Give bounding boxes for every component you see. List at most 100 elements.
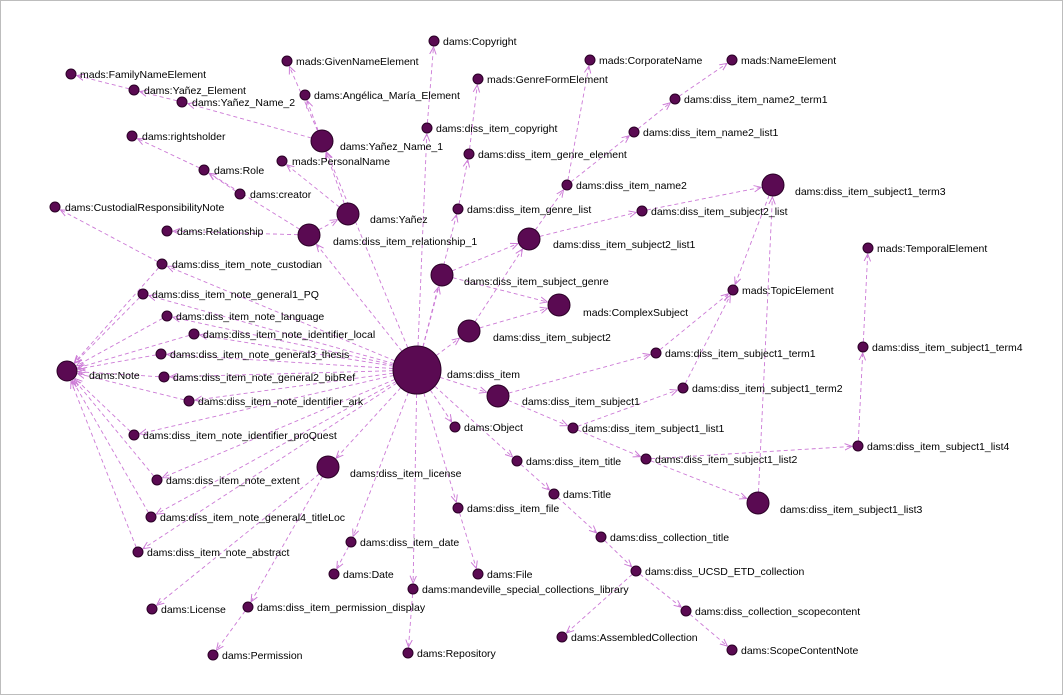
node-circle[interactable] — [677, 382, 689, 394]
node-item-title[interactable]: dams:diss_item_title — [511, 455, 621, 468]
node-corporate-name[interactable]: mads:CorporateName — [584, 54, 702, 67]
node-name-element[interactable]: mads:NameElement — [726, 54, 836, 67]
node-item-date[interactable]: dams:diss_item_date — [345, 536, 459, 549]
node-note-general1-pq[interactable]: dams:diss_item_note_general1_PQ — [137, 288, 319, 301]
node-circle[interactable] — [297, 223, 321, 247]
node-note-custodian[interactable]: dams:diss_item_note_custodian — [156, 258, 322, 271]
node-circle[interactable] — [188, 328, 200, 340]
node-circle[interactable] — [726, 644, 738, 656]
node-relationship[interactable]: dams:Relationship — [161, 225, 264, 238]
node-repository[interactable]: dams:Repository — [402, 647, 497, 660]
node-permission-display[interactable]: dams:diss_item_permission_display — [242, 601, 426, 614]
node-circle[interactable] — [517, 227, 541, 251]
node-yanez-name-2[interactable]: dams:Yañez_Name_2 — [176, 96, 295, 109]
node-circle[interactable] — [128, 429, 140, 441]
node-circle[interactable] — [336, 202, 360, 226]
node-circle[interactable] — [630, 565, 642, 577]
node-circle[interactable] — [234, 188, 246, 200]
node-circle[interactable] — [650, 347, 662, 359]
node-circle[interactable] — [345, 536, 357, 548]
node-circle[interactable] — [137, 288, 149, 300]
node-note[interactable]: dams:Note — [56, 360, 140, 382]
node-circle[interactable] — [669, 93, 681, 105]
node-creator[interactable]: dams:creator — [234, 188, 312, 201]
node-circle[interactable] — [155, 348, 167, 360]
node-circle[interactable] — [328, 568, 340, 580]
node-diss-item[interactable]: dams:diss_item — [392, 345, 520, 395]
node-circle[interactable] — [49, 201, 61, 213]
node-subject2-list1[interactable]: dams:diss_item_subject2_list1 — [517, 227, 696, 251]
node-rightsholder[interactable]: dams:rightsholder — [126, 130, 226, 143]
node-subject1-term2[interactable]: dams:diss_item_subject1_term2 — [677, 382, 843, 395]
node-circle[interactable] — [449, 421, 461, 433]
node-personal-name[interactable]: mads:PersonalName — [276, 155, 390, 168]
node-circle[interactable] — [132, 546, 144, 558]
node-temporal-el[interactable]: mads:TemporalElement — [862, 242, 987, 255]
node-circle[interactable] — [242, 601, 254, 613]
node-circle[interactable] — [65, 68, 77, 80]
node-relationship-1[interactable]: dams:diss_item_relationship_1 — [297, 223, 477, 248]
node-collection-title[interactable]: dams:diss_collection_title — [595, 531, 729, 544]
node-license[interactable]: dams:License — [146, 603, 226, 616]
node-note-extent[interactable]: dams:diss_item_note_extent — [151, 474, 300, 487]
node-ucsd-etd[interactable]: dams:diss_UCSD_ETD_collection — [630, 565, 804, 578]
node-circle[interactable] — [556, 631, 568, 643]
node-topic-el[interactable]: mads:TopicElement — [727, 284, 834, 297]
node-circle[interactable] — [511, 455, 523, 467]
node-item-subject1[interactable]: dams:diss_item_subject1 — [486, 384, 640, 408]
node-note-identifier-proquest[interactable]: dams:diss_item_note_identifier_proQuest — [128, 429, 337, 442]
node-file[interactable]: dams:File — [472, 568, 533, 581]
node-circle[interactable] — [316, 455, 340, 479]
node-note-abstract[interactable]: dams:diss_item_note_abstract — [132, 546, 289, 559]
node-angelica-el[interactable]: dams:Angélica_María_Element — [299, 89, 460, 102]
node-circle[interactable] — [680, 605, 692, 617]
node-copyright[interactable]: dams:Copyright — [428, 35, 517, 48]
node-circle[interactable] — [161, 310, 173, 322]
node-circle[interactable] — [428, 35, 440, 47]
node-note-general4-titleloc[interactable]: dams:diss_item_note_general4_titleLoc — [145, 511, 345, 524]
node-circle[interactable] — [463, 148, 475, 160]
node-yanez-el[interactable]: dams:Yañez_Element — [128, 84, 246, 97]
node-circle[interactable] — [852, 440, 864, 452]
node-subject-genre[interactable]: dams:diss_item_subject_genre — [430, 263, 609, 288]
node-item-copyright[interactable]: dams:diss_item_copyright — [421, 122, 557, 135]
node-circle[interactable] — [176, 96, 188, 108]
node-name2-term1[interactable]: dams:diss_item_name2_term1 — [669, 93, 828, 106]
node-note-general3-thesis[interactable]: dams:diss_item_note_general3_thesis — [155, 348, 349, 361]
node-name2-list1[interactable]: dams:diss_item_name2_list1 — [628, 126, 779, 139]
node-circle[interactable] — [636, 205, 648, 217]
node-note-identifier-ark[interactable]: dams:diss_item_note_identifier_ark — [183, 395, 364, 408]
node-object[interactable]: dams:Object — [449, 421, 523, 434]
node-custodial[interactable]: dams:CustodialResponsibilityNote — [49, 201, 224, 214]
node-circle[interactable] — [126, 130, 138, 142]
node-circle[interactable] — [457, 319, 481, 343]
node-circle[interactable] — [299, 89, 311, 101]
node-subject1-term1[interactable]: dams:diss_item_subject1_term1 — [650, 347, 816, 360]
node-subject1-list2[interactable]: dams:diss_item_subject1_list2 — [640, 453, 798, 466]
node-circle[interactable] — [276, 155, 288, 167]
node-family-name-el[interactable]: mads:FamilyNameElement — [65, 68, 206, 81]
node-circle[interactable] — [161, 225, 173, 237]
node-role[interactable]: dams:Role — [198, 164, 264, 177]
node-circle[interactable] — [281, 55, 293, 67]
node-circle[interactable] — [567, 422, 579, 434]
node-permission[interactable]: dams:Permission — [207, 649, 303, 662]
node-circle[interactable] — [452, 502, 464, 514]
node-date[interactable]: dams:Date — [328, 568, 394, 581]
node-circle[interactable] — [392, 345, 442, 395]
node-note-language[interactable]: dams:diss_item_note_language — [161, 310, 324, 323]
node-item-file[interactable]: dams:diss_item_file — [452, 502, 559, 515]
node-assembled-collection[interactable]: dams:AssembledCollection — [556, 631, 698, 644]
node-note-general2-bibref[interactable]: dams:diss_item_note_general2_bibRef — [158, 371, 355, 384]
node-title[interactable]: dams:Title — [548, 488, 611, 501]
node-circle[interactable] — [584, 54, 596, 66]
node-yanez[interactable]: dams:Yañez — [336, 202, 428, 226]
node-genre-element[interactable]: dams:diss_item_genre_element — [463, 148, 627, 161]
node-item-subject2[interactable]: dams:diss_item_subject2 — [457, 319, 611, 344]
node-item-name2[interactable]: dams:diss_item_name2 — [561, 179, 687, 192]
node-subject1-term3[interactable]: dams:diss_item_subject1_term3 — [761, 173, 946, 198]
node-circle[interactable] — [158, 371, 170, 383]
node-circle[interactable] — [310, 129, 334, 153]
node-circle[interactable] — [430, 263, 454, 287]
node-circle[interactable] — [640, 453, 652, 465]
